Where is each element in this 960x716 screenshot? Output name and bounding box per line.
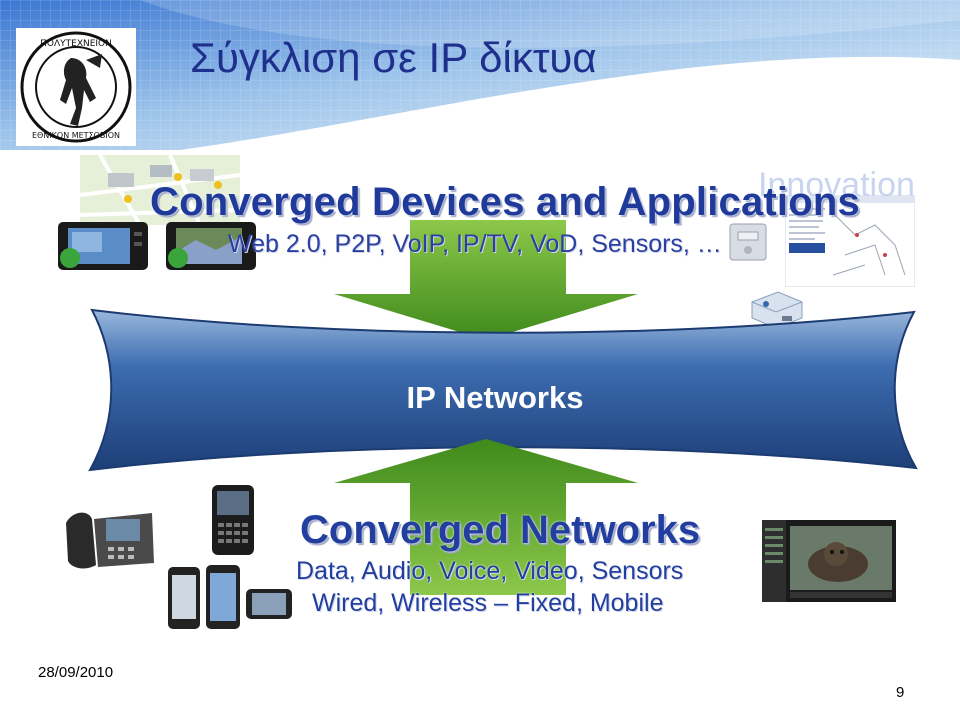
applications-list: Web 2.0, P2P, VoIP, IP/TV, VoD, Sensors,… bbox=[228, 230, 722, 258]
sensor-box-image bbox=[751, 291, 803, 329]
map-thumbnail-image bbox=[80, 155, 240, 225]
tablet-device-1-image bbox=[58, 222, 148, 270]
ip-networks-label: IP Networks bbox=[406, 380, 584, 415]
web-map-screenshot-image bbox=[785, 195, 915, 287]
svg-text:ΠΟΛΥΤΕΧΝΕΙΟΝ: ΠΟΛΥΤΕΧΝΕΙΟΝ bbox=[40, 39, 112, 49]
upward-arrow bbox=[334, 439, 638, 595]
tablet-device-2-image bbox=[166, 222, 256, 270]
smartphones-image bbox=[168, 565, 292, 629]
ip-phone-image bbox=[66, 512, 154, 569]
ip-networks-band bbox=[88, 308, 918, 472]
svg-text:ΕΘΝΙΚΟΝ ΜΕΤΣΟΒΙΟΝ: ΕΘΝΙΚΟΝ ΜΕΤΣΟΒΙΟΝ bbox=[32, 131, 120, 140]
innovation-label: Innovation bbox=[758, 166, 915, 204]
blackberry-phone-image bbox=[212, 485, 254, 555]
sensor-device-image bbox=[729, 223, 767, 261]
slide-title: Σύγκλιση σε IP δίκτυα bbox=[190, 34, 597, 81]
devices-applications-title: Converged Devices and Applications bbox=[150, 180, 860, 224]
university-logo: ΠΟΛΥΤΕΧΝΕΙΟΝ ΕΘΝΙΚΟΝ ΜΕΤΣΟΒΙΟΝ bbox=[16, 28, 136, 146]
slide-date: 28/09/2010 bbox=[38, 664, 114, 681]
access-types-line: Wired, Wireless – Fixed, Mobile bbox=[312, 589, 664, 617]
converged-networks-title: Converged Networks bbox=[300, 508, 701, 552]
video-player-screenshot-image bbox=[762, 520, 896, 602]
header-band bbox=[0, 0, 960, 150]
media-types-line: Data, Audio, Voice, Video, Sensors bbox=[296, 557, 684, 585]
page-number: 9 bbox=[896, 684, 905, 701]
downward-arrow bbox=[334, 220, 638, 340]
